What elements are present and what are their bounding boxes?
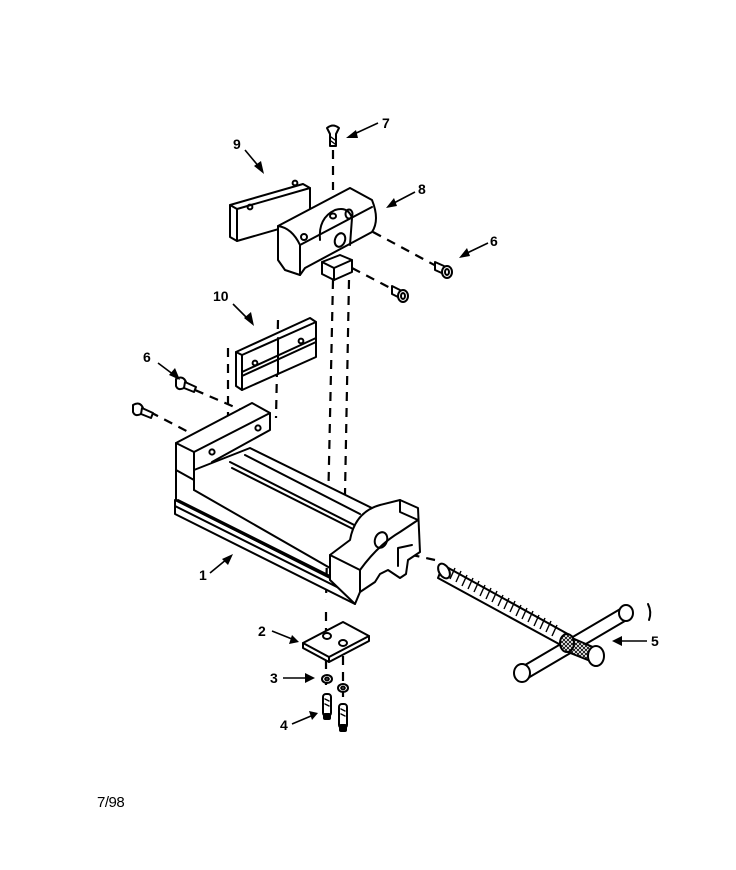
callout-7: 8 [418, 181, 426, 197]
callout-9: 9 [233, 136, 241, 152]
callout-3: 3 [270, 670, 278, 686]
part-6-screws-lower [132, 376, 197, 419]
callout-arrows [157, 122, 647, 725]
callout-labels: 7 9 8 6 10 6 1 2 3 4 5 [143, 115, 659, 733]
callout-4: 4 [280, 717, 288, 733]
callout-5: 5 [651, 633, 659, 649]
callout-6-lower: 6 [143, 349, 151, 365]
part-3-washers [321, 674, 349, 693]
callout-10: 10 [213, 288, 229, 304]
date-code: 7/98 [97, 794, 125, 811]
callout-6-upper: 6 [490, 233, 498, 249]
part-8-screw [326, 124, 340, 147]
part-10-jaw-face [235, 317, 317, 391]
part-4-cap-screws [322, 693, 348, 732]
part-6-screws-upper [391, 261, 453, 303]
callout-2: 2 [258, 623, 266, 639]
part-1-vise-body [174, 402, 421, 605]
callout-1: 1 [199, 567, 207, 583]
part-5-lead-screw [437, 562, 652, 683]
part-7-movable-jaw [277, 187, 377, 281]
callout-8: 7 [382, 115, 390, 131]
part-2-clamp-plate [302, 621, 370, 663]
